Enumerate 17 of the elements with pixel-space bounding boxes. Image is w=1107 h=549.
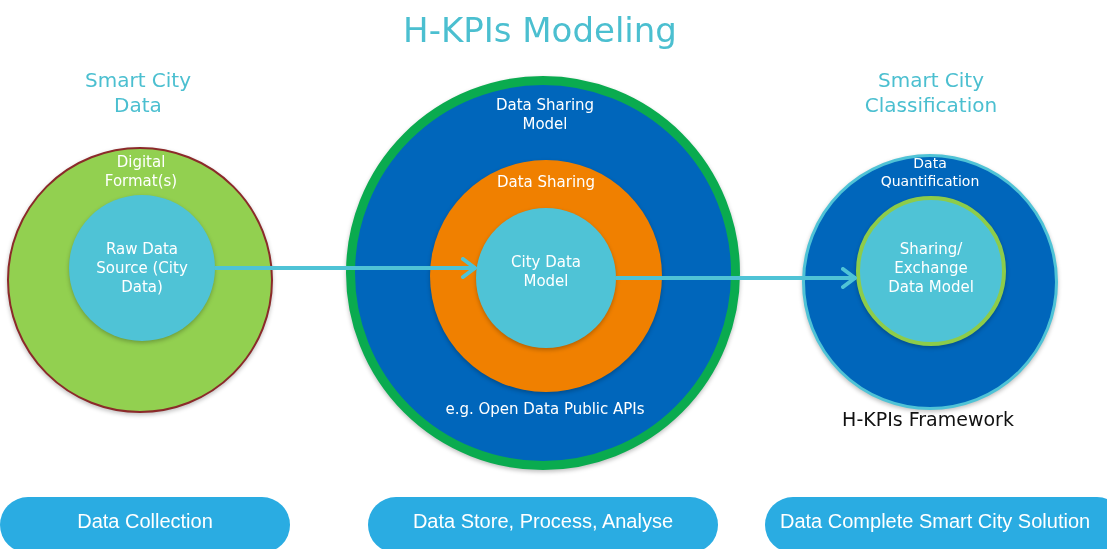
arrow xyxy=(215,257,477,279)
diagram-title: H-KPIs Modeling xyxy=(403,8,677,52)
circle-label: e.g. Open Data Public APIs xyxy=(444,399,646,419)
circle-label: Data Sharing Model xyxy=(494,96,596,134)
caption-text: H-KPIs Framework xyxy=(841,408,1015,432)
circle-label: City Data Model xyxy=(510,253,582,291)
circle-label: Data Sharing xyxy=(495,172,597,192)
stage-pill: Data Collection xyxy=(0,497,290,549)
stage-pill: Data Complete Smart City Solution xyxy=(765,497,1107,549)
circle-heading: Smart City Classification xyxy=(863,68,999,118)
stage-pill: Data Store, Process, Analyse xyxy=(368,497,718,549)
circle-label: Sharing/ Exchange Data Model xyxy=(887,239,975,297)
circle-label: Data Quantification xyxy=(879,154,981,190)
circle-label: Raw Data Source (City Data) xyxy=(95,239,189,297)
circle-label: Digital Format(s) xyxy=(103,153,179,191)
arrow xyxy=(616,267,857,289)
circle-heading: Smart City Data xyxy=(83,68,193,118)
